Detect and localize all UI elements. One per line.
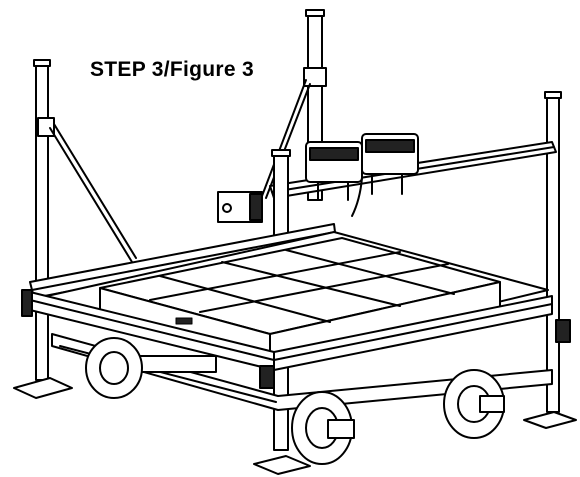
wheel-rear-left (85, 337, 143, 399)
step-title: STEP 3/Figure 3 (90, 58, 254, 81)
foot-plates (13, 377, 577, 475)
rear-left-brace (49, 123, 137, 263)
wheel-front-left (291, 391, 355, 465)
rear-left-post (33, 59, 55, 381)
wheel-rear-right (443, 369, 505, 439)
motor-left (305, 141, 363, 201)
side-clamps (21, 289, 571, 389)
control-box (217, 191, 263, 223)
rear-right-post (544, 91, 562, 413)
front-frame-rail (29, 291, 553, 371)
motor-right (351, 133, 419, 217)
